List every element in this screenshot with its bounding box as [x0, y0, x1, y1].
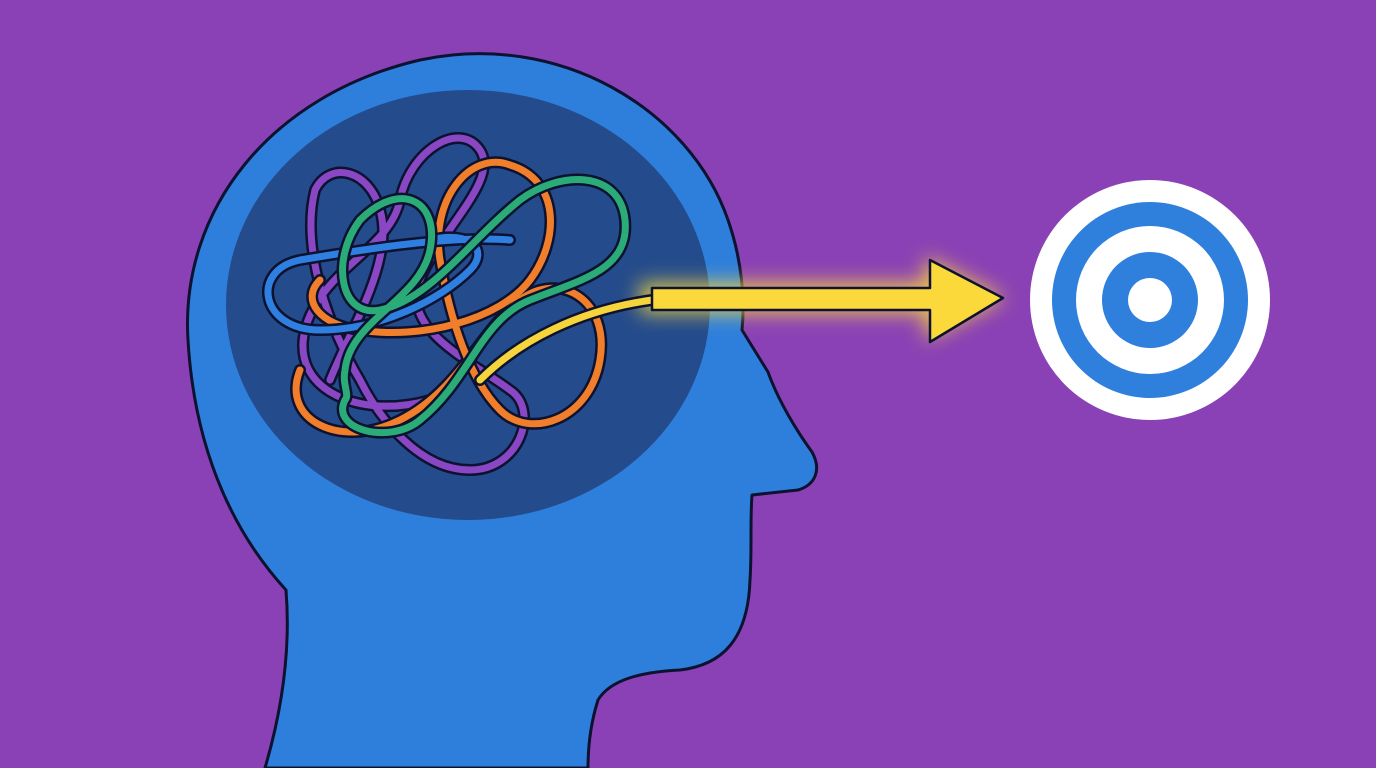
- thread-green: [339, 176, 629, 437]
- tangled-thoughts-icon: [262, 132, 658, 476]
- thread-blue: [264, 233, 514, 334]
- thread-yellow: [476, 296, 656, 384]
- target-center: [1128, 278, 1172, 322]
- arrow-right-icon: [650, 258, 1005, 344]
- bullseye-target-icon: [1030, 180, 1270, 420]
